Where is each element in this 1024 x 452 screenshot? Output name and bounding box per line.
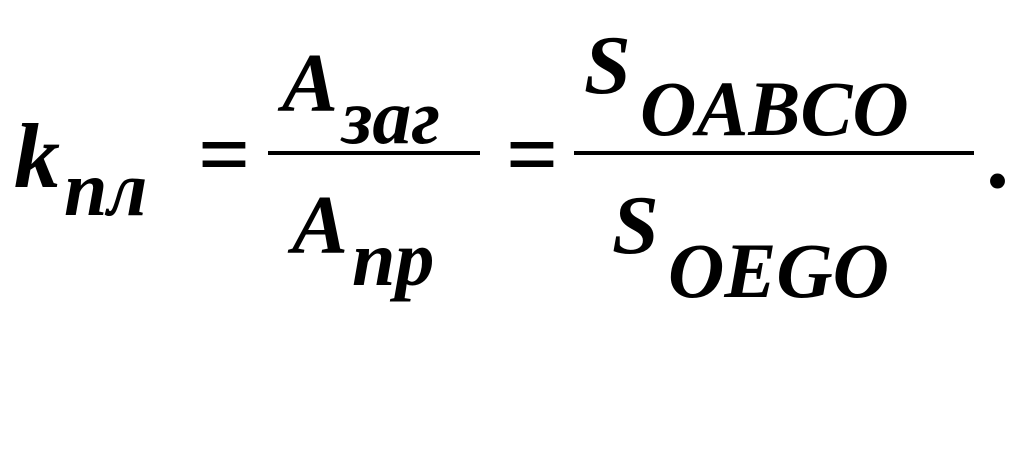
equals-sign-1: = xyxy=(198,103,251,205)
a-denominator-subscript: пр xyxy=(352,215,435,302)
fraction-bar-1 xyxy=(268,151,480,155)
a-numerator: A xyxy=(282,37,339,130)
fraction-bar-2 xyxy=(574,151,974,155)
k-symbol: k xyxy=(14,105,60,207)
s-numerator: S xyxy=(584,19,631,112)
equals-sign-2: = xyxy=(506,103,559,205)
s-denominator-subscript: OEGO xyxy=(668,227,890,314)
a-numerator-subscript: заг xyxy=(342,73,441,160)
k-subscript: пл xyxy=(64,145,148,232)
a-denominator: A xyxy=(292,179,349,272)
s-numerator-subscript: OABCO xyxy=(640,65,909,152)
period: . xyxy=(986,105,1009,207)
s-denominator: S xyxy=(612,179,659,272)
